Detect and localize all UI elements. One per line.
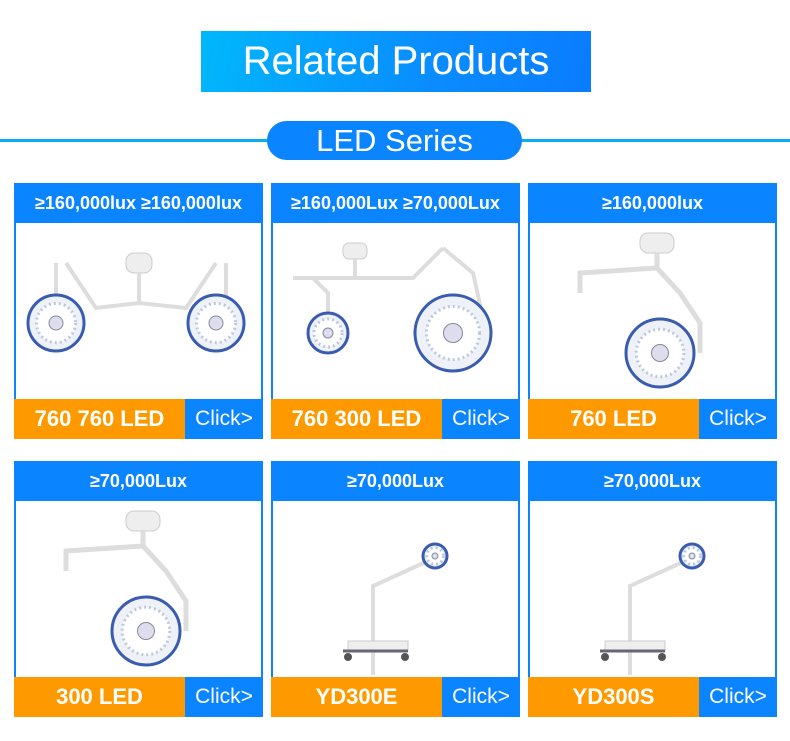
product-name[interactable]: YD300E [271, 677, 442, 717]
product-spec: ≥160,000lux ≥160,000lux [14, 183, 263, 223]
product-image[interactable] [273, 223, 518, 397]
product-spec: ≥70,000Lux [14, 461, 263, 501]
product-name[interactable]: YD300S [528, 677, 699, 717]
click-button[interactable]: Click> [699, 677, 777, 717]
series-label: LED Series [267, 121, 522, 160]
page-title: Related Products [201, 31, 591, 92]
click-button[interactable]: Click> [185, 399, 263, 439]
product-spec: ≥160,000Lux ≥70,000Lux [271, 183, 520, 223]
click-button[interactable]: Click> [185, 677, 263, 717]
product-spec: ≥70,000Lux [528, 461, 777, 501]
click-button[interactable]: Click> [442, 399, 520, 439]
product-spec: ≥160,000lux [528, 183, 777, 223]
product-image[interactable] [16, 501, 261, 675]
click-button[interactable]: Click> [442, 677, 520, 717]
product-spec: ≥70,000Lux [271, 461, 520, 501]
product-name[interactable]: 760 760 LED [14, 399, 185, 439]
product-image[interactable] [273, 501, 518, 721]
product-name[interactable]: 760 300 LED [271, 399, 442, 439]
product-name[interactable]: 760 LED [528, 399, 699, 439]
product-image[interactable] [16, 223, 261, 397]
click-button[interactable]: Click> [699, 399, 777, 439]
product-name[interactable]: 300 LED [14, 677, 185, 717]
product-image[interactable] [530, 501, 775, 721]
product-image[interactable] [530, 223, 775, 397]
